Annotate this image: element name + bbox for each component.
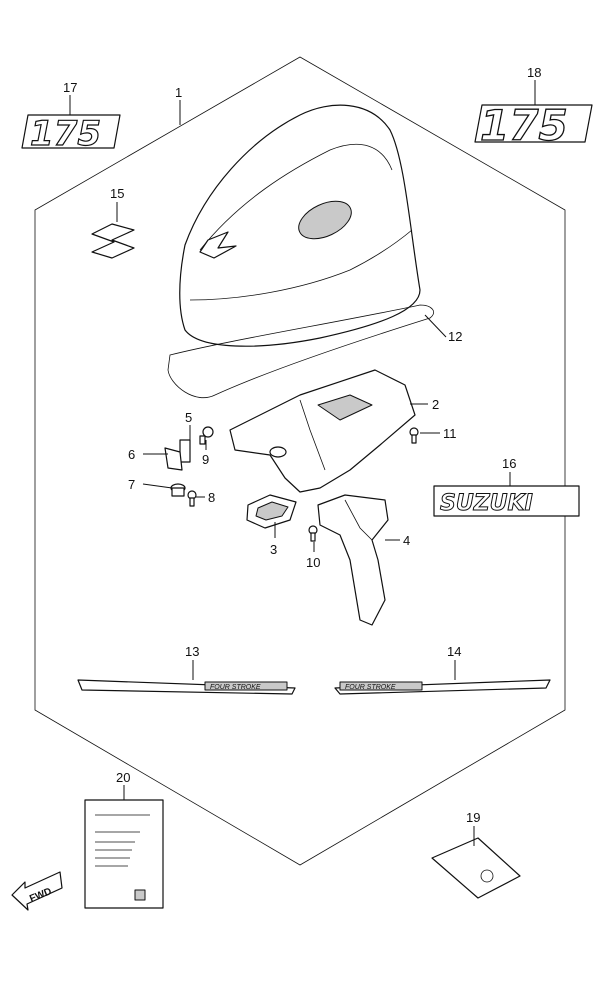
- cowl-bracket: [229, 369, 416, 493]
- side-stripe-left: FOUR STROKE: [77, 679, 296, 695]
- bushing-7: [170, 483, 186, 497]
- callout-19: 19: [466, 810, 480, 825]
- leader-12: [424, 314, 447, 338]
- callout-6: 6: [128, 447, 135, 462]
- s-emblem-decal: [91, 223, 135, 259]
- callout-13: 13: [185, 644, 199, 659]
- callout-10: 10: [306, 555, 320, 570]
- suzuki-decal: SUZUKI: [433, 485, 580, 517]
- callout-7: 7: [128, 477, 135, 492]
- bolt-8: [187, 490, 197, 507]
- parts-bag: [431, 837, 521, 899]
- callout-16: 16: [502, 456, 516, 471]
- side-stripe-right-text: FOUR STROKE: [345, 684, 396, 691]
- owners-manual: [84, 799, 164, 909]
- side-bracket: [317, 494, 389, 626]
- clip-bracket: [164, 439, 191, 471]
- callout-1: 1: [175, 85, 182, 100]
- grommet: [246, 494, 297, 529]
- callout-20: 20: [116, 770, 130, 785]
- cover-seal: [167, 304, 434, 399]
- callout-9: 9: [202, 452, 209, 467]
- decal-175-small: 175: [21, 113, 121, 155]
- callout-14: 14: [447, 644, 461, 659]
- bolt-11: [409, 427, 419, 444]
- side-stripe-left-text: FOUR STROKE: [210, 684, 261, 691]
- engine-cover: [179, 104, 421, 347]
- callout-18: 18: [527, 65, 541, 80]
- decal-175-small-text: 175: [30, 114, 101, 154]
- callout-15: 15: [110, 186, 124, 201]
- callout-3: 3: [270, 542, 277, 557]
- bolt-9: [199, 426, 214, 445]
- callout-12: 12: [448, 329, 462, 344]
- decal-175-large: 175: [474, 100, 593, 151]
- callout-8: 8: [208, 490, 215, 505]
- suzuki-decal-text: SUZUKI: [440, 491, 533, 516]
- callout-11: 11: [443, 426, 457, 441]
- side-stripe-right: FOUR STROKE: [334, 679, 551, 695]
- callout-5: 5: [185, 410, 192, 425]
- callout-17: 17: [63, 80, 77, 95]
- leader-7: [142, 483, 173, 489]
- decal-175-large-text: 175: [480, 101, 568, 150]
- callout-4: 4: [403, 533, 410, 548]
- diagram-frame: [34, 56, 566, 866]
- callout-2: 2: [432, 397, 439, 412]
- bolt-10: [308, 525, 318, 542]
- fwd-arrow-icon: FWD: [11, 871, 63, 911]
